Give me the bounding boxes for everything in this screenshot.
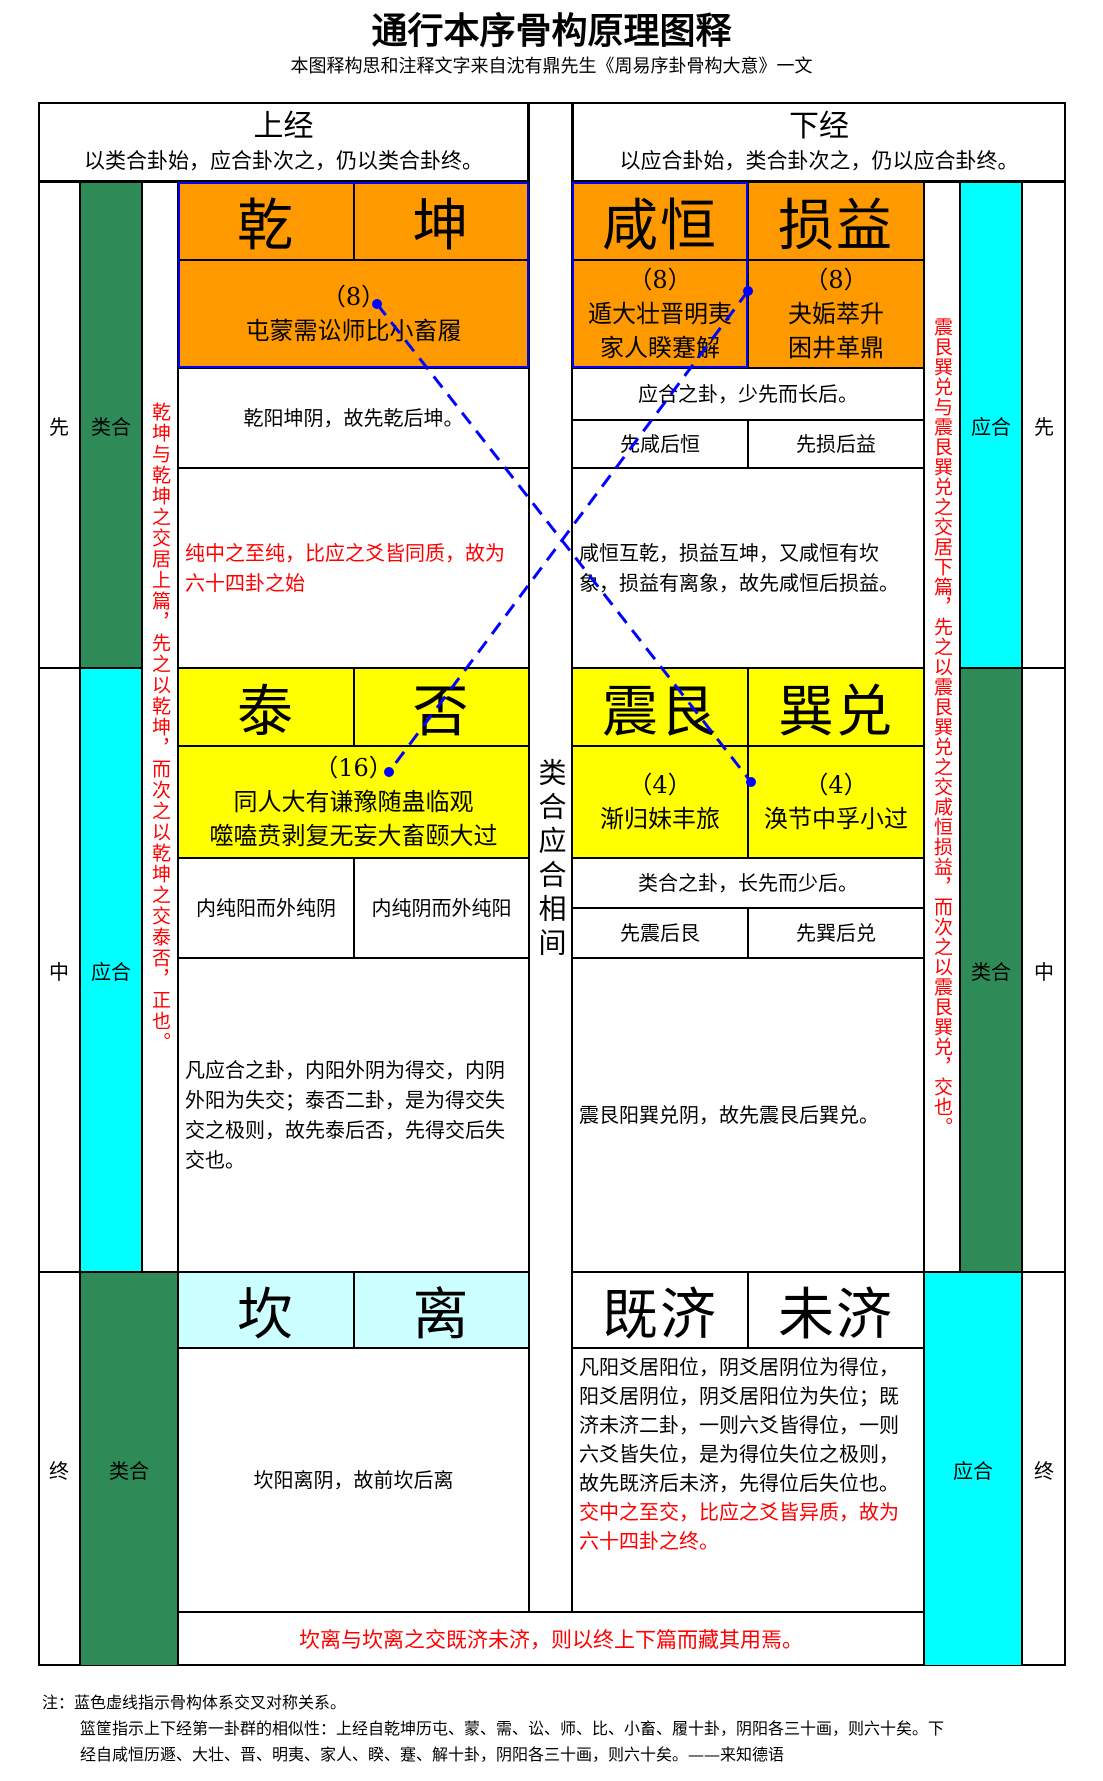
footnote-line2: 篮筐指示上下经第一卦群的相似性：上经自乾坤历屯、蒙、需、讼、师、比、小畜、履十卦…: [80, 1719, 945, 1738]
upper-title: 上经: [253, 109, 314, 144]
hexagram-tai: 泰: [178, 668, 354, 746]
middle-text: 类合应合相间: [534, 758, 568, 962]
upper-header: 上经 以类合卦始，应合卦次之，仍以类合卦终。: [38, 102, 529, 182]
label-leihe-left-end: 类合: [80, 1272, 178, 1666]
label-xian-right: 先: [1022, 182, 1066, 668]
lower-g2-note2: 震艮阳巽兑阴，故先震艮后巽兑。: [579, 1103, 879, 1127]
lower-g1-list2: （8） 夬姤萃升 困井革鼎: [748, 260, 924, 368]
label-yinghe-right-end: 应合: [924, 1272, 1022, 1666]
lower-desc: 以应合卦始，类合卦次之，仍以应合卦终。: [619, 149, 1019, 173]
label-end-left: 终: [38, 1272, 80, 1666]
upper-g3-note: 坎阳离阴，故前坎后离: [178, 1348, 529, 1612]
lower-title: 下经: [789, 109, 849, 144]
hexagram-sunyi: 损益: [748, 182, 924, 260]
upper-desc: 以类合卦始，应合卦次之，仍以类合卦终。: [84, 149, 483, 173]
lower-g1-note2-box: 咸恒互乾，损益互坤，又咸恒有坎象，损益有离象，故先咸恒后损益。: [572, 468, 924, 668]
lower-g2-sub2: 先巽后兑: [748, 908, 924, 958]
label-zhong-right: 中: [1022, 668, 1066, 1272]
upper-g2-note: 凡应合之卦，内阳外阴为得交，内阴外阳为失交；泰否二卦，是为得交失交之极则，故先泰…: [185, 1058, 505, 1172]
label-end-right: 终: [1022, 1272, 1066, 1666]
hexagram-li: 离: [354, 1272, 529, 1348]
footnote-line1: 注：蓝色虚线指示骨构体系交叉对称关系。: [42, 1693, 347, 1712]
page-subtitle: 本图释构思和注释文字来自沈有鼎先生《周易序卦骨构大意》一文: [290, 56, 813, 77]
lower-g3-note-box: 凡阳爻居阳位，阴爻居阴位为得位，阳爻居阴位，阴爻居阳位为失位；既济未济二卦，一则…: [572, 1348, 924, 1612]
label-yinghe-left-mid: 应合: [80, 668, 142, 1272]
upper-g2-sub1: 内纯阳而外纯阴: [178, 858, 354, 958]
hexagram-jiji: 既济: [572, 1272, 748, 1348]
upper-g1-note2: 纯中之至纯，比应之爻皆同质，故为六十四卦之始: [185, 541, 505, 595]
lower-g2-note1: 类合之卦，长先而少后。: [572, 858, 924, 908]
upper-g2-sub2: 内纯阴而外纯阳: [354, 858, 529, 958]
lower-g1-sub2: 先损后益: [748, 420, 924, 468]
page-title: 通行本序骨构原理图释: [371, 10, 732, 52]
hexagram-pi: 否: [354, 668, 529, 746]
blue-frame-upper-g1: [178, 182, 529, 368]
middle-text-box: 类合应合相间: [529, 700, 572, 1020]
lower-g2-note2-box: 震艮阳巽兑阴，故先震艮后巽兑。: [572, 958, 924, 1272]
hexagram-zhengen: 震艮: [572, 668, 748, 746]
lower-g1-note1: 应合之卦，少先而长后。: [572, 368, 924, 420]
footnote-line3: 经自咸恒历遯、大壮、晋、明夷、家人、睽、蹇、解十卦，阴阳各三十画，则六十矣。——…: [80, 1745, 785, 1764]
hexagram-xundui: 巽兑: [748, 668, 924, 746]
label-leihe-right-mid: 类合: [960, 668, 1022, 1272]
label-xian-left: 先: [38, 182, 80, 668]
upper-side-note: 乾坤与乾坤之交居上篇，先之以乾坤，而次之以乾坤之交泰否，正也。: [142, 182, 178, 1272]
label-zhong-left: 中: [38, 668, 80, 1272]
hexagram-kan: 坎: [178, 1272, 354, 1348]
upper-g1-note1: 乾阳坤阴，故先乾后坤。: [178, 368, 529, 468]
hexagram-kun: 坤: [354, 182, 529, 260]
hexagram-weiji: 未济: [748, 1272, 924, 1348]
bottom-banner: 坎离与坎离之交既济未济，则以终上下篇而藏其用焉。: [178, 1612, 924, 1666]
lower-g2-list1: （4） 渐归妹丰旅: [572, 746, 748, 858]
upper-g2-note-box: 凡应合之卦，内阳外阴为得交，内阴外阳为失交；泰否二卦，是为得交失交之极则，故先泰…: [178, 958, 529, 1272]
lower-header: 下经 以应合卦始，类合卦次之，仍以应合卦终。: [572, 102, 1066, 182]
hexagram-qian: 乾: [178, 182, 354, 260]
blue-frame-lower-g1: [572, 182, 748, 368]
lower-g1-note2: 咸恒互乾，损益互坤，又咸恒有坎象，损益有离象，故先咸恒后损益。: [579, 541, 899, 595]
lower-g1-sub1: 先咸后恒: [572, 420, 748, 468]
hexagram-xianheng: 咸恒: [572, 182, 748, 260]
label-yinghe-right-top: 应合: [960, 182, 1022, 668]
lower-side-note: 震艮巽兑与震艮巽兑之交居下篇，先之以震艮巽兑之交咸恒损益，而次之以震艮巽兑，交也…: [924, 182, 960, 1272]
lower-g3-note-red: 交中之至交，比应之爻皆异质，故为六十四卦之终。: [579, 1500, 899, 1553]
upper-g2-list: （16） 同人大有谦豫随蛊临观 噬嗑贲剥复无妄大畜颐大过: [178, 746, 529, 858]
middle-column-top: [529, 102, 572, 1612]
lower-g2-sub1: 先震后艮: [572, 908, 748, 958]
upper-g1-note2-box: 纯中之至纯，比应之爻皆同质，故为六十四卦之始: [178, 468, 529, 668]
label-leihe-left-top: 类合: [80, 182, 142, 668]
lower-g3-note-black: 凡阳爻居阳位，阴爻居阴位为得位，阳爻居阴位，阴爻居阳位为失位；既济未济二卦，一则…: [579, 1355, 899, 1495]
lower-g2-list2: （4） 涣节中孚小过: [748, 746, 924, 858]
